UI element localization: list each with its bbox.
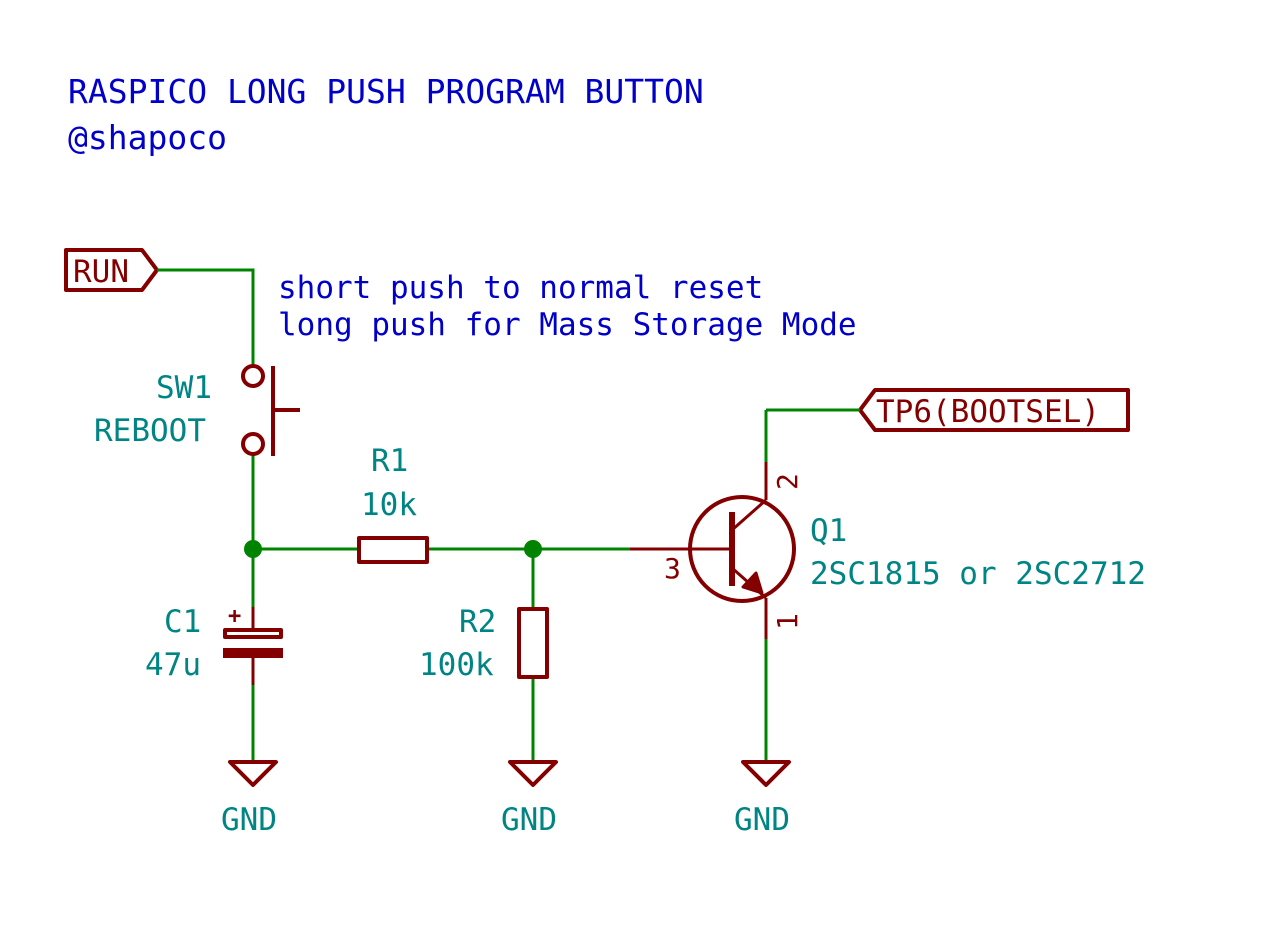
sw1-value: REBOOT bbox=[94, 413, 206, 449]
note-short-push: short push to normal reset bbox=[278, 270, 763, 306]
schematic-author: @shapoco bbox=[68, 118, 227, 157]
q1-pin-emitter-number: 1 bbox=[771, 613, 804, 630]
bootsel-label-text: TP6(BOOTSEL) bbox=[876, 394, 1100, 430]
c1-value: 47u bbox=[145, 647, 201, 683]
gnd-triangle-r2 bbox=[508, 760, 558, 787]
junction-c1-node bbox=[244, 540, 262, 558]
gnd-symbol-r2: GND bbox=[501, 760, 558, 838]
run-label-text: RUN bbox=[73, 254, 129, 290]
r1-body bbox=[357, 536, 429, 564]
gnd-triangle-q1 bbox=[741, 760, 791, 787]
c1-polarity-mark: + bbox=[228, 604, 241, 629]
q1-emitter-arrow bbox=[741, 571, 764, 595]
schematic-title: RASPICO LONG PUSH PROGRAM BUTTON bbox=[68, 72, 704, 111]
q1-pin-collector-number: 2 bbox=[771, 473, 804, 490]
run-label: RUN bbox=[64, 248, 159, 292]
r2-resistor: R2 100k bbox=[419, 604, 549, 683]
wire-run-to-sw1 bbox=[157, 268, 255, 365]
r1-value: 10k bbox=[361, 487, 417, 523]
sw1-contact-top bbox=[241, 364, 265, 388]
gnd-triangle-c1 bbox=[228, 760, 278, 787]
run-label-shape bbox=[64, 248, 159, 292]
q1-collector-diag bbox=[731, 498, 767, 532]
junction-r2-node bbox=[524, 540, 542, 558]
q1-transistor: 3 2 1 Q1 2SC1815 or 2SC2712 bbox=[630, 462, 1146, 639]
c1-plate-positive bbox=[223, 628, 283, 639]
gnd-symbol-c1: GND bbox=[221, 760, 278, 838]
sw1-contact-bottom bbox=[241, 432, 265, 456]
bootsel-label: TP6(BOOTSEL) bbox=[858, 388, 1130, 432]
r2-value: 100k bbox=[419, 647, 494, 683]
q1-reference: Q1 bbox=[810, 513, 847, 549]
gnd-label-r2: GND bbox=[501, 802, 557, 838]
r2-reference: R2 bbox=[459, 604, 496, 640]
sw1-switch: SW1 REBOOT bbox=[94, 364, 300, 456]
note-long-push: long push for Mass Storage Mode bbox=[278, 307, 857, 343]
r2-body bbox=[517, 607, 549, 679]
r1-resistor: R1 10k bbox=[357, 443, 429, 564]
c1-reference: C1 bbox=[164, 604, 201, 640]
c1-capacitor: + C1 47u bbox=[145, 604, 283, 685]
q1-value: 2SC1815 or 2SC2712 bbox=[810, 556, 1146, 592]
gnd-label-c1: GND bbox=[221, 802, 277, 838]
gnd-label-q1: GND bbox=[734, 802, 790, 838]
c1-plate-negative bbox=[223, 648, 283, 658]
q1-pin-base-number: 3 bbox=[664, 552, 681, 585]
wires bbox=[157, 268, 860, 762]
bootsel-label-shape bbox=[858, 388, 1130, 432]
gnd-symbol-q1: GND bbox=[734, 760, 791, 838]
r1-reference: R1 bbox=[371, 443, 408, 479]
sw1-reference: SW1 bbox=[156, 370, 212, 406]
